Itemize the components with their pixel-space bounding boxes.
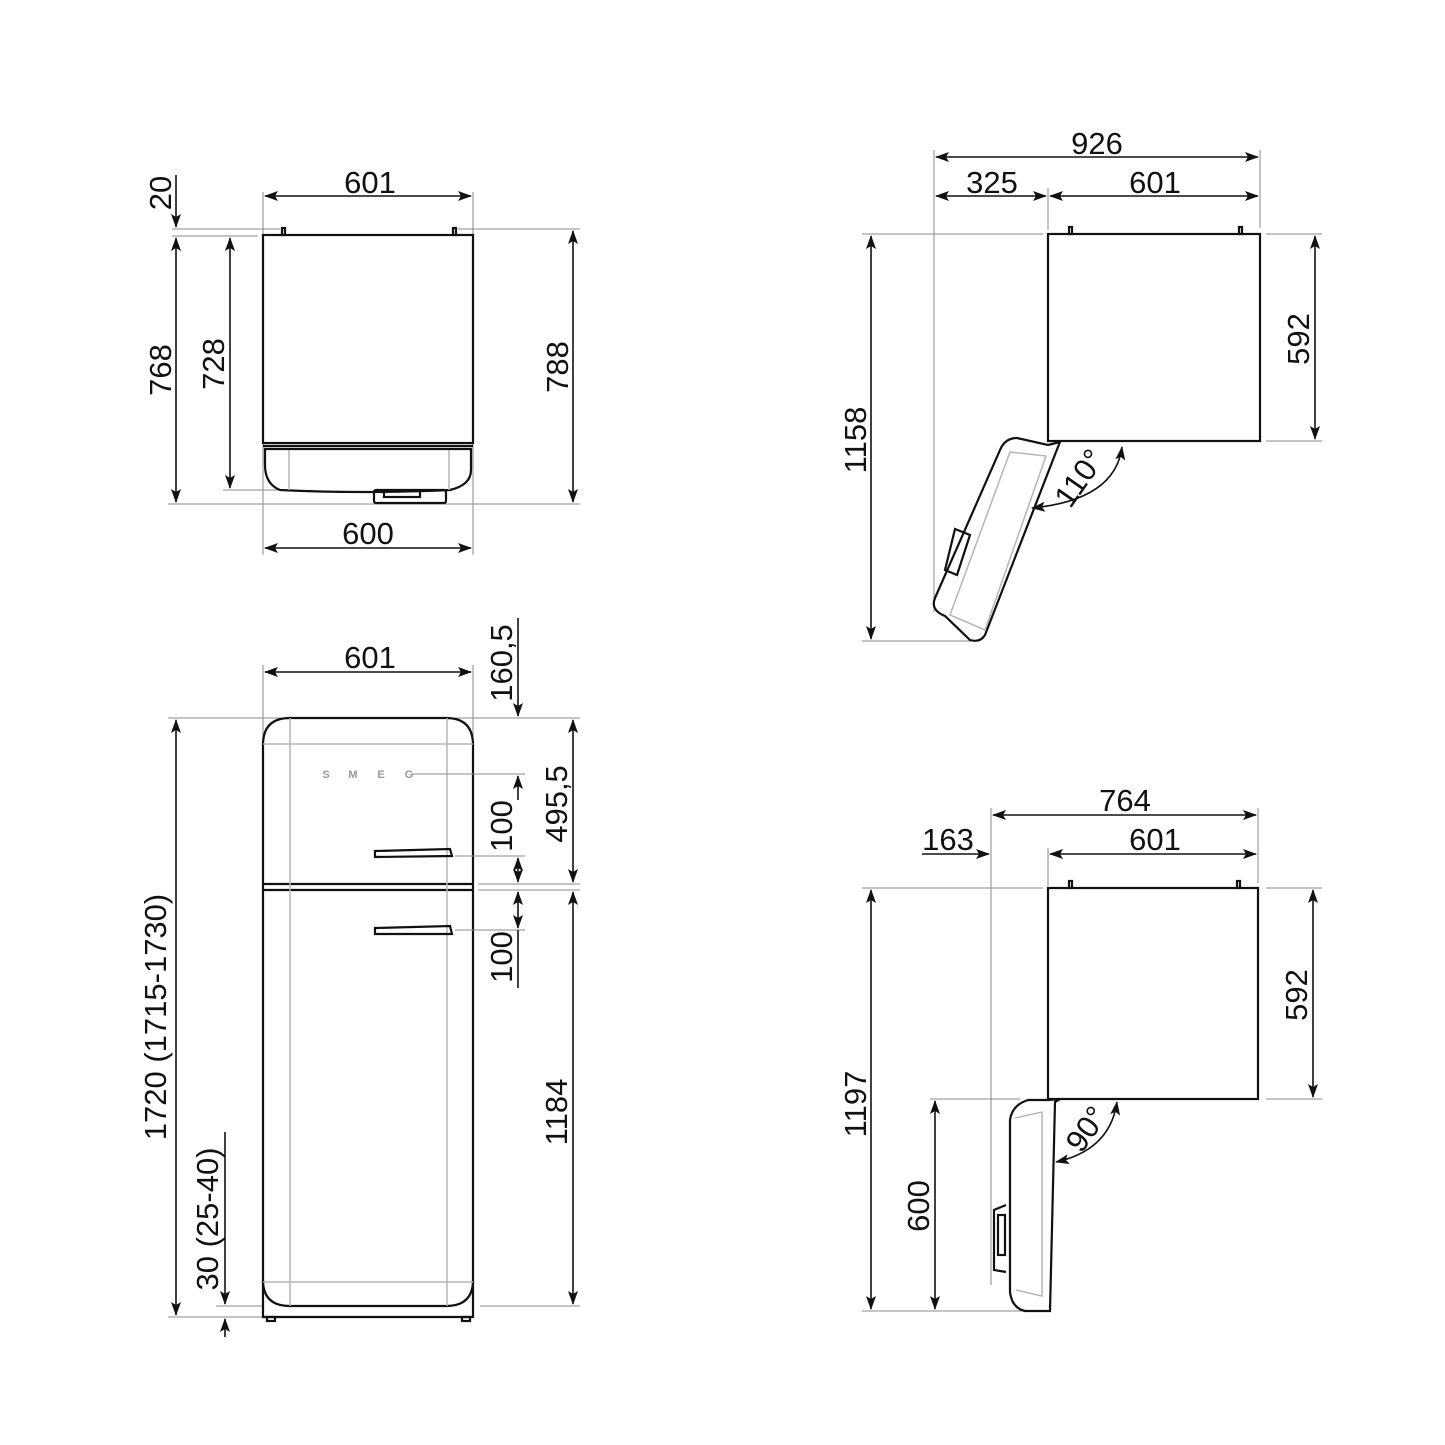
opening-angle: 90° <box>1059 1100 1115 1158</box>
svg-text:E: E <box>377 769 384 781</box>
dim-width-bottom: 600 <box>342 516 394 551</box>
top-view-door-90: 764 163 601 1197 600 592 90° <box>838 783 1322 1313</box>
svg-text:M: M <box>348 769 357 781</box>
top-view-door-110: 926 325 601 1158 592 110° <box>838 126 1322 642</box>
dim-total-height: 1720 (1715-1730) <box>138 894 173 1140</box>
dim-overall-width: 764 <box>1099 783 1151 818</box>
dim-depth-total-left: 768 <box>143 344 178 396</box>
dim-body-width: 601 <box>1129 165 1181 200</box>
dim-hinge-offset: 20 <box>143 176 178 210</box>
dim-door-depth: 600 <box>901 1180 936 1232</box>
dim-overall-depth: 1197 <box>838 1071 873 1138</box>
dim-front-width: 601 <box>344 640 396 675</box>
dim-lower-handle-offset: 100 <box>484 931 519 983</box>
appliance-body <box>1046 232 1262 443</box>
svg-text:S: S <box>322 769 329 781</box>
open-door <box>932 436 1062 642</box>
dim-upper-handle-offset: 100 <box>484 800 519 852</box>
dim-upper-door-height: 495,5 <box>539 765 574 843</box>
brand-logo: S M E G <box>322 769 413 781</box>
dim-body-depth: 592 <box>1281 313 1316 365</box>
open-door <box>1008 1097 1061 1313</box>
dim-lower-door-height: 1184 <box>539 1079 574 1146</box>
top-view: 601 600 20 768 728 788 <box>143 165 580 555</box>
door-outline <box>263 447 473 494</box>
dim-logo-from-top: 160,5 <box>484 624 519 702</box>
appliance-body <box>261 233 475 445</box>
front-view: S M E G 601 160,5 100 100 495,5 1184 172… <box>138 618 580 1337</box>
dim-door-swing-width: 325 <box>966 165 1018 200</box>
dim-width-top: 601 <box>344 165 396 200</box>
appliance-body <box>1046 886 1260 1101</box>
dim-feet-height: 30 (25-40) <box>190 1147 225 1290</box>
dim-depth-body: 728 <box>196 338 231 390</box>
dim-overall-width: 926 <box>1071 126 1123 161</box>
dim-body-width: 601 <box>1129 822 1181 857</box>
dim-body-depth: 592 <box>1279 969 1314 1021</box>
dim-depth-total-right: 788 <box>540 341 575 393</box>
opening-angle: 110° <box>1047 443 1111 514</box>
upper-handle <box>373 847 454 859</box>
svg-text:G: G <box>405 769 414 781</box>
lower-handle <box>373 924 454 936</box>
appliance-front <box>261 716 475 1319</box>
dim-overall-depth: 1158 <box>838 407 873 474</box>
dim-door-swing-width: 163 <box>922 822 974 857</box>
